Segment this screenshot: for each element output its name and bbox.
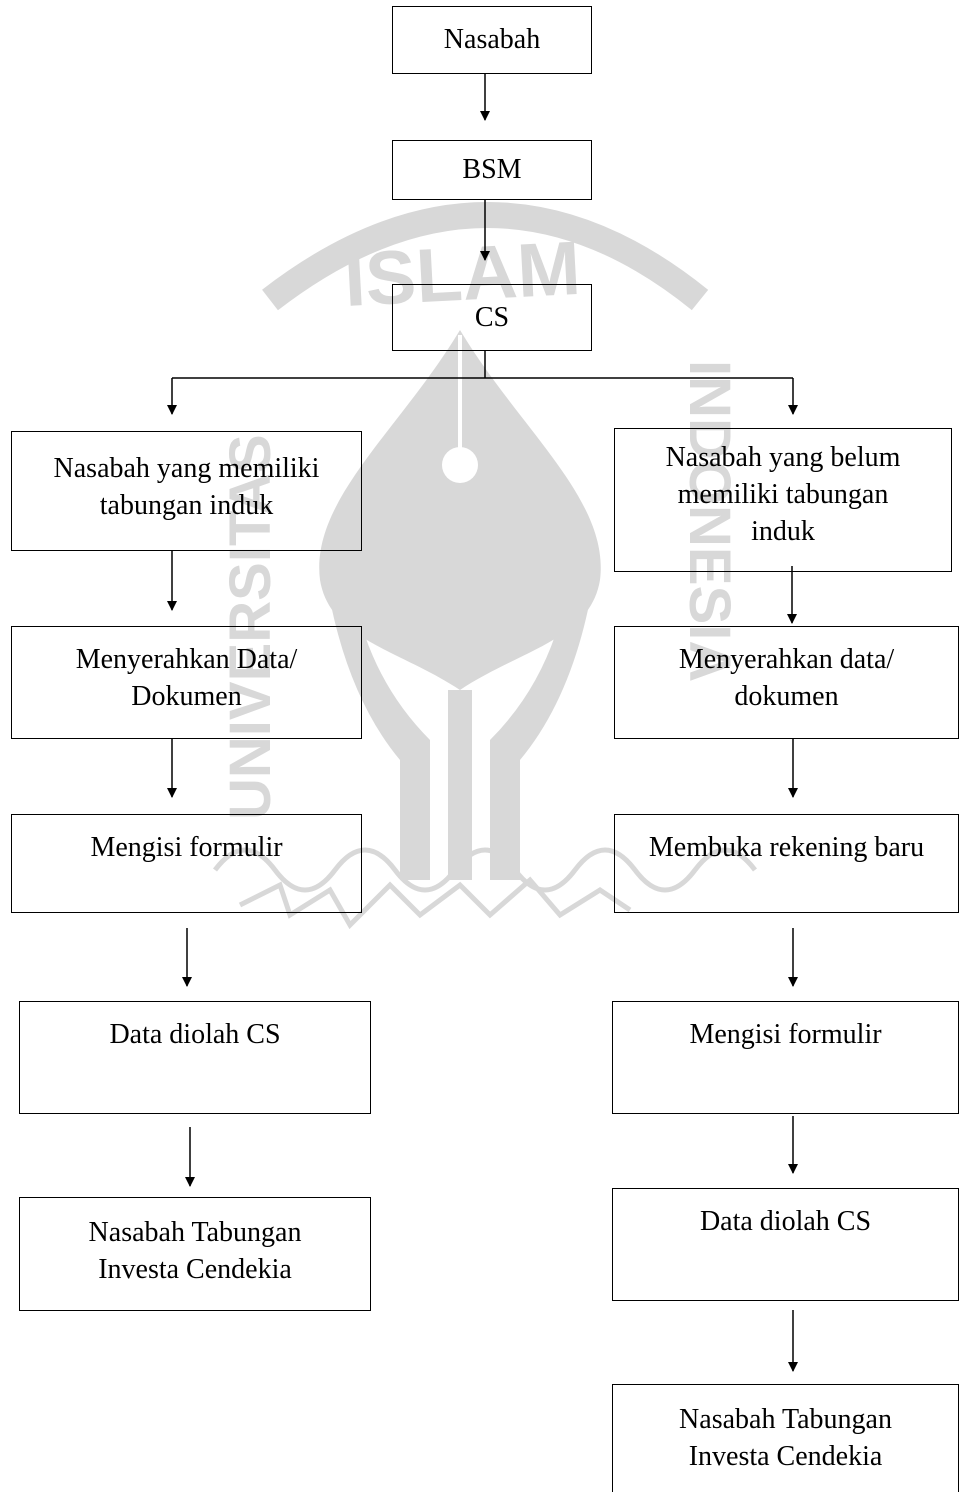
node-cs: CS bbox=[392, 284, 592, 351]
node-left-hasil-line2: Investa Cendekia bbox=[98, 1254, 292, 1285]
node-right-membuka-label: Membuka rekening baru bbox=[648, 832, 925, 863]
node-right-diolah-label: Data diolah CS bbox=[699, 1206, 872, 1237]
node-left-mengisi-label: Mengisi formulir bbox=[90, 832, 283, 863]
node-right-menyerahkan-data: Menyerahkan data/ dokumen bbox=[614, 626, 959, 739]
node-right-belum-line3: induk bbox=[751, 516, 815, 547]
node-cs-label: CS bbox=[474, 302, 510, 333]
node-right-menyerahkan-line2: dokumen bbox=[734, 681, 839, 712]
node-left-mengisi-formulir: Mengisi formulir bbox=[11, 814, 362, 913]
node-left-memiliki-tabungan: Nasabah yang memiliki tabungan induk bbox=[11, 431, 362, 551]
node-left-menyerahkan-line2: Dokumen bbox=[131, 681, 242, 712]
node-left-nasabah-tabungan: Nasabah Tabungan Investa Cendekia bbox=[19, 1197, 371, 1311]
node-bsm: BSM bbox=[392, 140, 592, 200]
node-nasabah: Nasabah bbox=[392, 6, 592, 74]
node-right-belum-line1: Nasabah yang belum bbox=[665, 442, 901, 473]
node-right-membuka-rekening: Membuka rekening baru bbox=[614, 814, 959, 913]
node-right-hasil-line1: Nasabah Tabungan bbox=[679, 1404, 892, 1435]
node-left-hasil-line1: Nasabah Tabungan bbox=[88, 1217, 302, 1248]
node-left-data-diolah: Data diolah CS bbox=[19, 1001, 371, 1114]
node-left-menyerahkan-line1: Menyerahkan Data/ bbox=[75, 644, 298, 675]
node-right-belum-line2: memiliki tabungan bbox=[677, 479, 889, 510]
node-left-memiliki-line1: Nasabah yang memiliki bbox=[53, 453, 320, 484]
node-right-menyerahkan-line1: Menyerahkan data/ bbox=[678, 644, 895, 675]
node-right-mengisi-formulir: Mengisi formulir bbox=[612, 1001, 959, 1114]
node-left-diolah-label: Data diolah CS bbox=[109, 1019, 281, 1050]
node-left-menyerahkan-data: Menyerahkan Data/ Dokumen bbox=[11, 626, 362, 739]
node-bsm-label: BSM bbox=[462, 154, 522, 185]
node-right-belum-memiliki: Nasabah yang belum memiliki tabungan ind… bbox=[614, 428, 952, 572]
node-right-data-diolah: Data diolah CS bbox=[612, 1188, 959, 1301]
node-right-hasil-line2: Investa Cendekia bbox=[688, 1441, 883, 1472]
node-nasabah-label: Nasabah bbox=[443, 24, 541, 55]
node-right-mengisi-label: Mengisi formulir bbox=[689, 1019, 882, 1050]
node-left-memiliki-line2: tabungan induk bbox=[99, 490, 274, 521]
node-right-nasabah-tabungan: Nasabah Tabungan Investa Cendekia bbox=[612, 1384, 959, 1492]
